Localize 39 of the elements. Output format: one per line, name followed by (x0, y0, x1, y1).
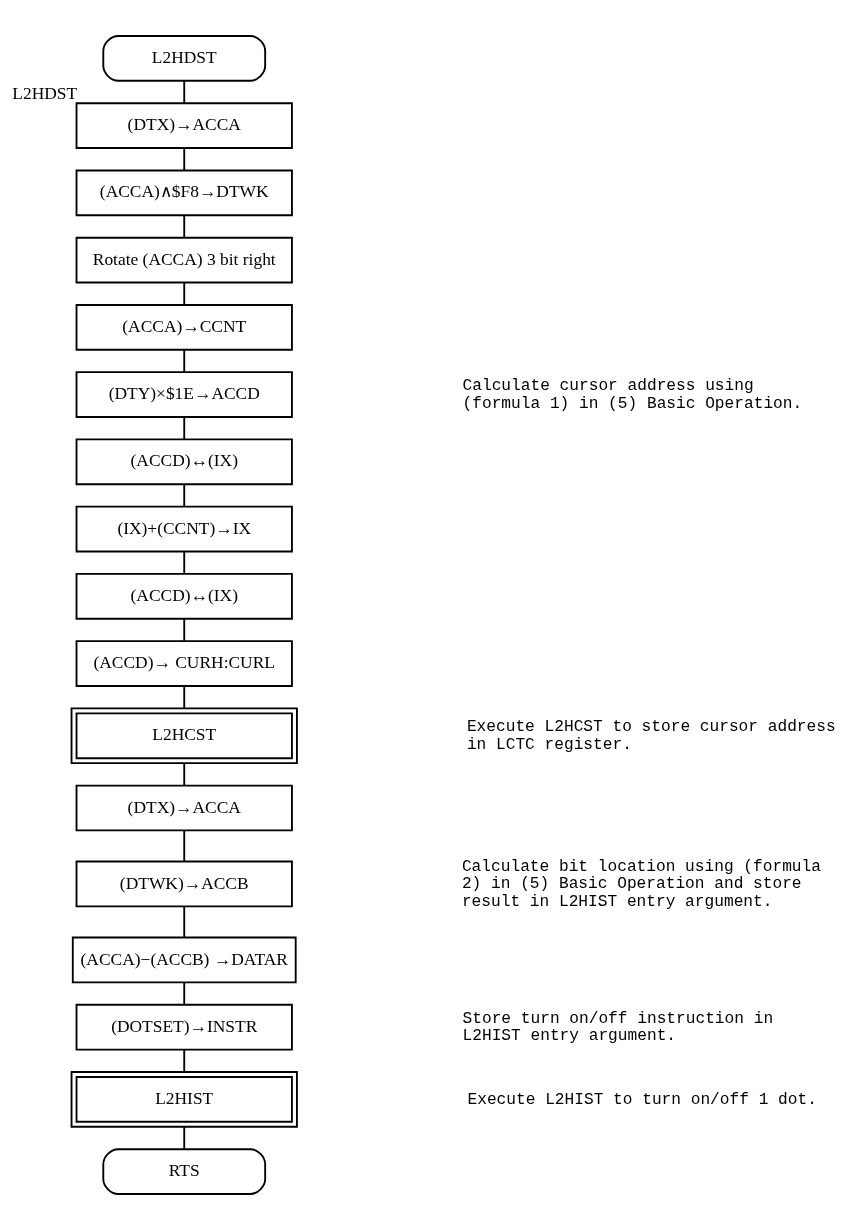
label: Execute L2HCST to store cursor address in LCTC register. (466, 717, 836, 754)
connector (183, 146, 186, 171)
connector (183, 281, 186, 306)
node-box: L2HDST (102, 34, 267, 82)
node-box: (DOTSET)→INSTR (75, 1003, 293, 1050)
connector (183, 79, 186, 104)
connector (183, 761, 186, 786)
node-box: L2HCST (70, 706, 298, 764)
connector (183, 829, 186, 862)
node-box: (ACCA)→CCNT (75, 303, 293, 351)
node-box: Rotate (ACCA) 3 bit right (75, 236, 293, 283)
node-box: (ACCD)→ CURH:CURL (75, 639, 293, 687)
connector (183, 550, 186, 575)
connector (183, 482, 186, 507)
label: Store turn on/off instruction in L2HIST entry argument. (462, 1009, 774, 1045)
node-label: L2HDST (12, 81, 78, 102)
node-box: (IX)+(CCNT)→IX (75, 505, 293, 552)
label: Calculate cursor address using (formula 1) in (5) Basic Operation. (462, 376, 803, 413)
node-box: RTS (102, 1147, 267, 1195)
connector (183, 617, 186, 642)
node-box: (DTX)→ACCA (75, 784, 293, 831)
connector (183, 1048, 186, 1072)
node-box: (DTX)→ACCA (75, 101, 293, 149)
label: Calculate bit location using (formula 2) in (5) Basic Operation and store result in L2HIST entry argument. (461, 857, 821, 911)
node-box: (ACCD)↔(IX) (75, 572, 293, 620)
node-box: (ACCA)−(ACCB) →DATAR (71, 936, 297, 983)
node-box: (DTY)×$1E→ACCD (75, 370, 293, 418)
connector (183, 213, 186, 238)
connector (183, 348, 186, 373)
connector (183, 684, 186, 709)
connector (183, 905, 186, 938)
label: Execute L2HIST to turn on/off 1 dot. (467, 1090, 817, 1109)
node-box: (DTWK)→ACCB (75, 860, 293, 907)
connector (183, 415, 186, 440)
node-box: (ACCD)↔(IX) (75, 438, 293, 485)
connector (183, 1125, 186, 1150)
connector (183, 980, 186, 1005)
node-box: L2HIST (70, 1070, 298, 1128)
node-box: (ACCA)∧$F8→DTWK (75, 169, 293, 216)
